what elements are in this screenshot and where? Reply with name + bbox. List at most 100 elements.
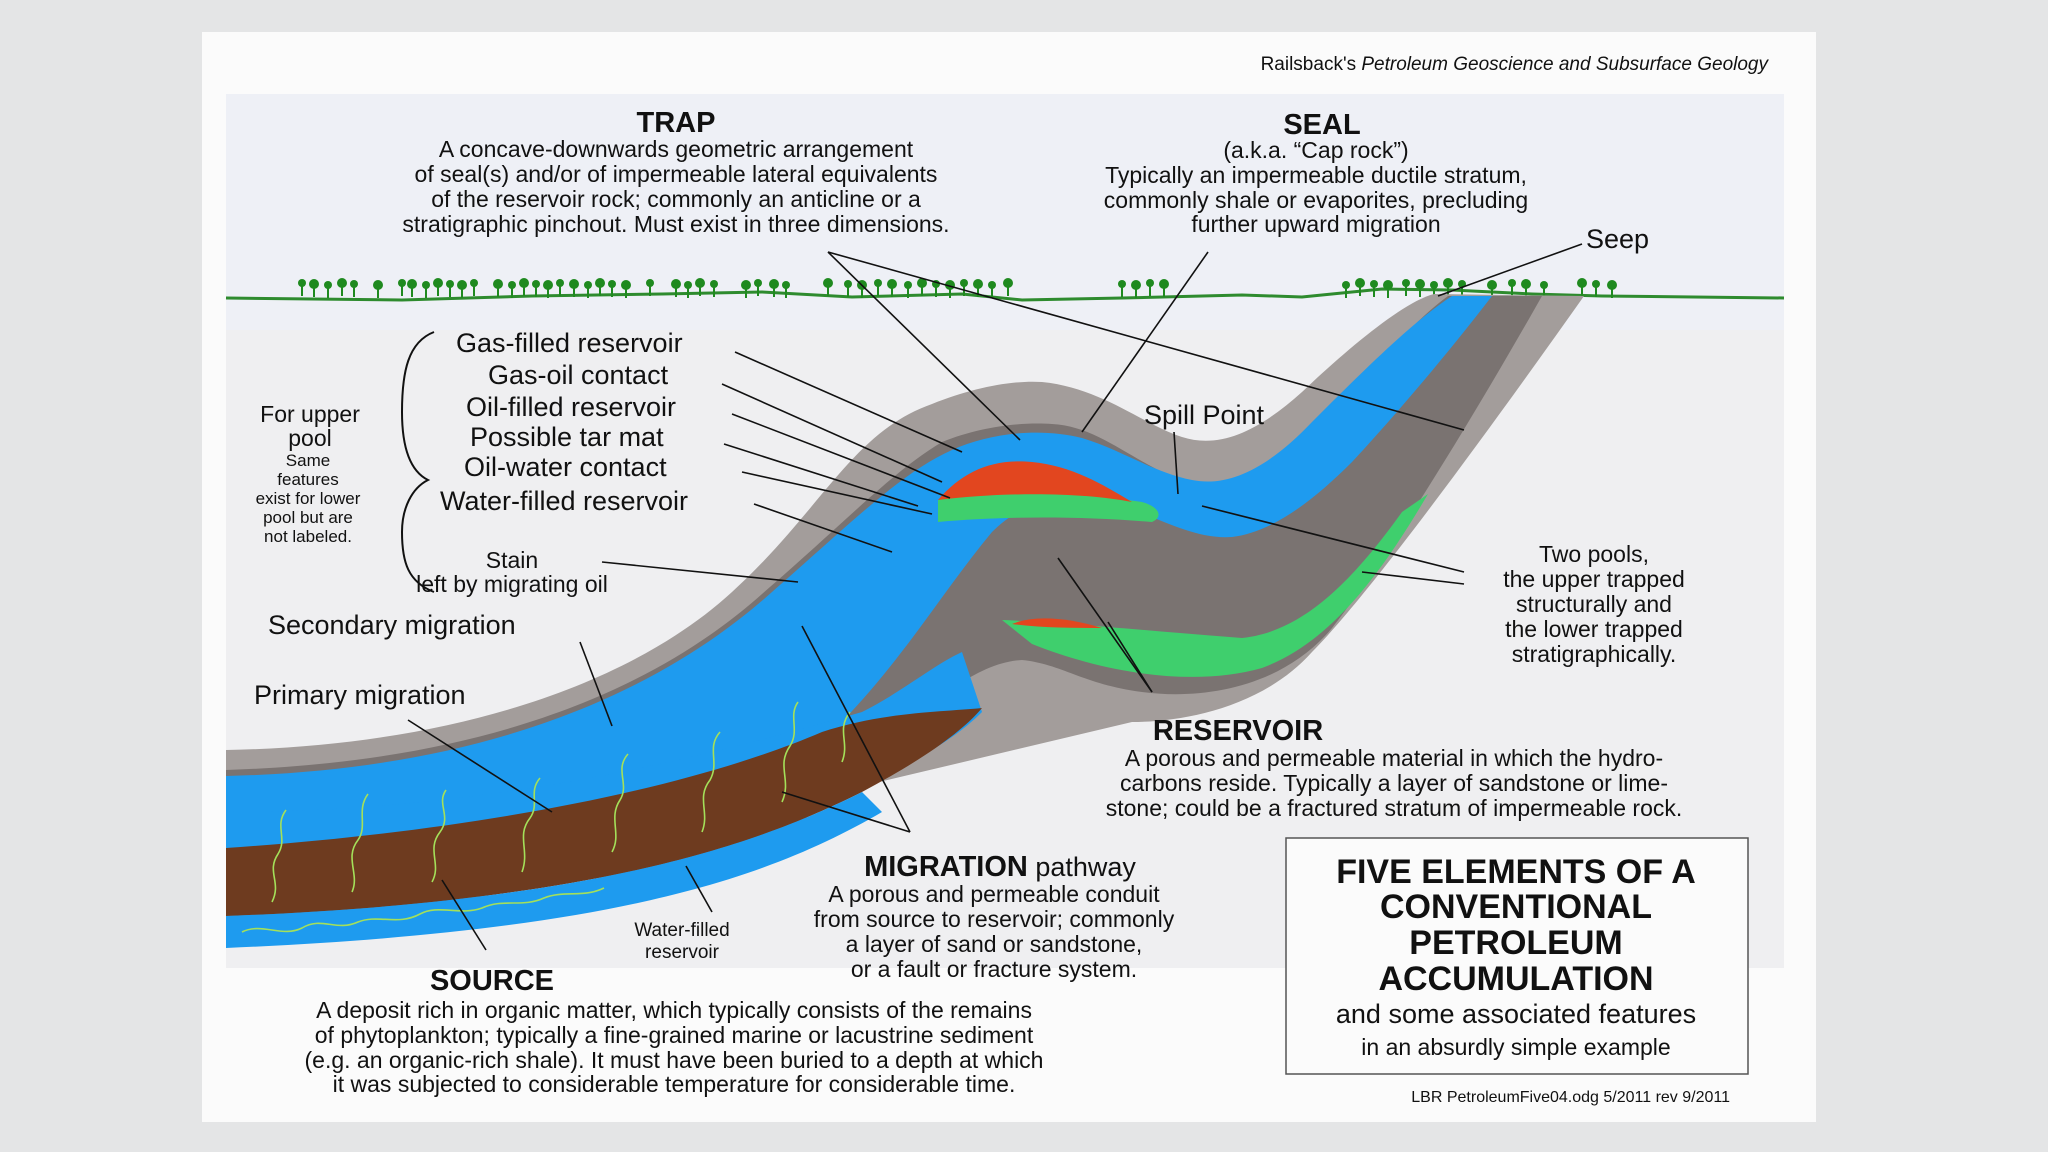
- tree-crown: [532, 280, 540, 288]
- upper-gas-cap: [938, 461, 1132, 502]
- tree-crown: [1146, 279, 1154, 287]
- tree-crown: [584, 281, 592, 289]
- sky: [226, 94, 1784, 330]
- tree-crown: [422, 281, 430, 289]
- tree-crown: [973, 279, 983, 289]
- stain-label-line-1: Stain: [486, 547, 538, 573]
- stain-label-line-2: left by migrating oil: [416, 571, 608, 597]
- tree-crown: [917, 278, 927, 288]
- source-line-1: A deposit rich in organic matter, which …: [316, 997, 1032, 1023]
- tree-crown: [556, 279, 564, 287]
- water-filled-label-line-1: Water-filled: [634, 920, 729, 941]
- tree-crown: [1508, 279, 1516, 287]
- migration-line-1: A porous and permeable conduit: [828, 881, 1160, 907]
- two-pools-line-1: Two pools,: [1539, 541, 1649, 567]
- tree-crown: [1003, 278, 1013, 288]
- tree-crown: [988, 281, 996, 289]
- tree-crown: [646, 279, 654, 287]
- tree-crown: [1342, 281, 1350, 289]
- migration-line-3: a layer of sand or sandstone,: [846, 931, 1143, 957]
- trap-line-1: A concave-downwards geometric arrangemen…: [439, 136, 914, 162]
- tree-crown: [470, 279, 478, 287]
- tree-crown: [1592, 280, 1600, 288]
- tree-crown: [309, 279, 319, 289]
- source-line-4: it was subjected to considerable tempera…: [333, 1071, 1016, 1097]
- subtitle-line-1: and some associated features: [1336, 999, 1696, 1029]
- migration-line-2: from source to reservoir; commonly: [814, 906, 1175, 932]
- subtitle-line-2: in an absurdly simple example: [1361, 1034, 1670, 1060]
- tree-crown: [398, 279, 406, 287]
- seal-heading: SEAL: [1283, 109, 1360, 141]
- upper-pool-note-sub-5: not labeled.: [264, 527, 352, 546]
- tree-crown: [695, 278, 705, 288]
- source-line-3: (e.g. an organic-rich shale). It must ha…: [305, 1047, 1044, 1073]
- tree-crown: [350, 280, 358, 288]
- trap-line-2: of seal(s) and/or of impermeable lateral…: [415, 161, 938, 187]
- reservoir-line-2: carbons reside. Typically a layer of san…: [1120, 770, 1668, 796]
- two-pools-line-4: the lower trapped: [1505, 616, 1683, 642]
- water-filled-label-line-2: reservoir: [645, 942, 720, 963]
- oil-filled-reservoir-label: Oil-filled reservoir: [466, 392, 676, 422]
- title-line-4: ACCUMULATION: [1378, 960, 1653, 998]
- two-pools-line-2: the upper trapped: [1503, 566, 1685, 592]
- trap-heading: TRAP: [637, 107, 716, 139]
- tree-crown: [1415, 279, 1425, 289]
- migration-line-4: or a fault or fracture system.: [851, 956, 1137, 982]
- tree-crown: [754, 279, 762, 287]
- file-note: LBR PetroleumFive04.odg 5/2011 rev 9/201…: [1411, 1089, 1730, 1106]
- petroleum-diagram: Railsback's Petroleum Geoscience and Sub…: [225, 54, 1785, 1106]
- tree-crown: [1430, 281, 1438, 289]
- tree-crown: [446, 280, 454, 288]
- spill-point-label: Spill Point: [1144, 400, 1265, 430]
- tree-crown: [1370, 280, 1378, 288]
- title-line-1: FIVE ELEMENTS OF A: [1336, 853, 1696, 891]
- seal-line-3: commonly shale or evaporites, precluding: [1104, 187, 1528, 213]
- reservoir-line-1: A porous and permeable material in which…: [1125, 745, 1663, 771]
- tree-crown: [874, 279, 882, 287]
- upper-pool-note-line-2: pool: [288, 425, 331, 451]
- tree-crown: [373, 280, 383, 290]
- seal-line-2: Typically an impermeable ductile stratum…: [1105, 162, 1527, 188]
- seep-label: Seep: [1586, 224, 1649, 254]
- vegetation: [298, 278, 1617, 298]
- tree-crown: [904, 281, 912, 289]
- source-rock: [226, 708, 982, 916]
- water-filled-reservoir-label: Water-filled reservoir: [440, 486, 688, 516]
- leader-lines: [407, 243, 1583, 951]
- tree-crown: [519, 278, 529, 288]
- tree-crown: [508, 281, 516, 289]
- tree-crown: [684, 281, 692, 289]
- tree-crown: [1540, 281, 1548, 289]
- possible-tar-mat-label: Possible tar mat: [470, 422, 664, 452]
- tree-crown: [844, 280, 852, 288]
- tree-crown: [960, 279, 968, 287]
- tree-crown: [324, 281, 332, 289]
- tree-crown: [433, 278, 443, 288]
- title-line-2: CONVENTIONAL: [1380, 888, 1652, 926]
- tree-crown: [608, 280, 616, 288]
- lower-water-band: [226, 792, 882, 948]
- two-pools-line-5: stratigraphically.: [1512, 641, 1676, 667]
- tree-crown: [1443, 278, 1453, 288]
- tree-crown: [1521, 279, 1531, 289]
- gas-filled-reservoir-label: Gas-filled reservoir: [456, 328, 683, 358]
- tree-crown: [493, 279, 503, 289]
- credit-line: Railsback's Petroleum Geoscience and Sub…: [1261, 54, 1770, 75]
- upper-pool-note-line-1: For upper: [260, 401, 360, 427]
- seal-line-1: (a.k.a. “Cap rock”): [1223, 137, 1408, 163]
- source-line-2: of phytoplankton; typically a fine-grain…: [315, 1022, 1034, 1048]
- tree-crown: [823, 278, 833, 288]
- tree-crown: [1131, 280, 1141, 290]
- tree-crown: [782, 281, 790, 289]
- lower-gas-cap: [1012, 618, 1102, 628]
- trap-line-4: stratigraphic pinchout. Must exist in th…: [402, 211, 949, 237]
- tree-crown: [337, 278, 347, 288]
- upper-pool-note-sub-3: exist for lower: [256, 489, 361, 508]
- upper-pool-note-sub-1: Same: [286, 451, 330, 470]
- tree-crown: [407, 279, 417, 289]
- upper-reservoir-water: [226, 296, 1492, 866]
- tree-crown: [887, 279, 897, 289]
- upper-oil-zone: [938, 492, 1159, 522]
- tree-crown: [1577, 278, 1587, 288]
- migration-heading: MIGRATION pathway: [864, 851, 1136, 883]
